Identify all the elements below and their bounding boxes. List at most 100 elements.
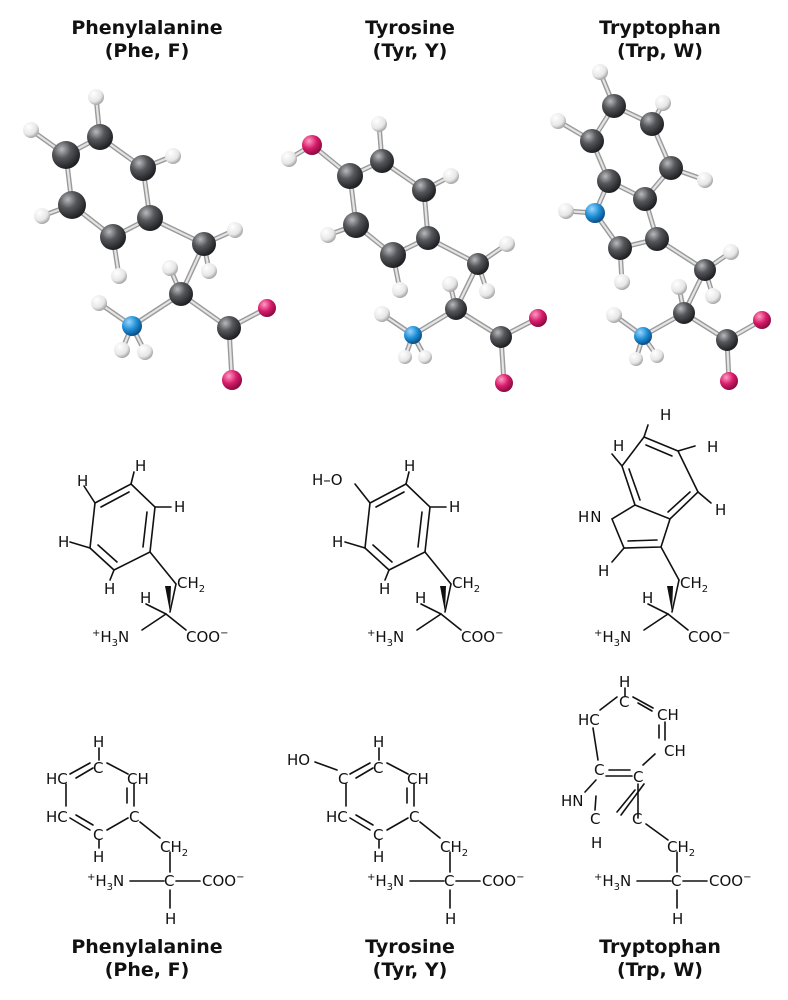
hydrogen-atom: [655, 95, 671, 111]
abbrev-tyr-top: (Tyr, Y): [373, 40, 448, 62]
carboxylate-group-label: COO−: [482, 872, 524, 890]
carboxylate-group-label: COO−: [202, 872, 244, 890]
carboxyl-carbon-atom: [217, 316, 241, 340]
carbon-atom: [645, 227, 669, 251]
alpha-h-label: H: [415, 589, 426, 607]
hydrogen-atom: [479, 283, 495, 299]
hydrogen-atom: [162, 260, 178, 276]
oxygen-atom: [258, 299, 276, 317]
hydrogen-atom: [137, 344, 153, 360]
alpha-h-label: H: [642, 589, 653, 607]
atom-label-h: H: [379, 580, 390, 598]
hydrogen-atom: [592, 64, 608, 80]
ch2-group: CH2: [160, 838, 188, 859]
hydrogen-atom: [614, 274, 630, 290]
carbon-atom: [370, 149, 394, 173]
carbon-atom: [52, 141, 80, 169]
hydrogen-atom: [418, 350, 432, 364]
carbon-atom: [87, 124, 113, 150]
title-phenylalanine-top: Phenylalanine: [71, 17, 222, 39]
carbon-atom: [343, 212, 369, 238]
title-tyrosine-top: Tyrosine: [365, 17, 455, 39]
carboxylate-group-label: COO−: [461, 628, 503, 646]
atom-label-h: H: [373, 848, 384, 866]
carbon-atom: [137, 205, 163, 231]
hydrogen-atom: [91, 295, 107, 311]
ring-ch: CH: [657, 706, 679, 724]
hydrogen-atom: [34, 208, 50, 224]
hydrogen-atom: [558, 203, 574, 219]
carbon-atom: [337, 163, 363, 189]
title-phenylalanine-bottom: Phenylalanine: [71, 936, 222, 958]
atoms: [550, 64, 771, 390]
nitrogen-atom: [122, 316, 142, 336]
ring-carbon-c: C: [93, 759, 103, 777]
atom-label-h: H: [93, 733, 104, 751]
alpha-carbon-c: C: [444, 872, 454, 890]
ch2-group: CH2: [452, 574, 480, 595]
top-titles: Phenylalanine (Phe, F) Tyrosine (Tyr, Y)…: [71, 17, 721, 62]
alpha-carbon-c: C: [671, 872, 681, 890]
carbon-atom: [412, 178, 436, 202]
atoms: [23, 89, 276, 390]
alpha-carbon-atom: [169, 282, 193, 306]
hydrogen-atom: [227, 222, 243, 238]
hydrogen-atom: [111, 268, 127, 284]
ch2-group: CH2: [667, 838, 695, 859]
hydroxyl-label: H–O: [312, 471, 343, 489]
hydrogen-atom: [697, 172, 713, 188]
ring-ch: CH: [664, 742, 686, 760]
carbon-atom: [580, 129, 604, 153]
hydrogen-atom: [650, 349, 664, 363]
atom-label-h: H: [613, 437, 624, 455]
carboxylate-group-label: COO−: [186, 628, 228, 646]
hydrogen-atom: [165, 148, 181, 164]
atom-label-h: H: [404, 457, 415, 475]
hydrogen-atom: [23, 122, 39, 138]
carboxyl-carbon-atom: [716, 329, 738, 351]
abbrev-phe-top: (Phe, F): [105, 40, 190, 62]
ch2-group: CH2: [177, 574, 205, 595]
atom-label-h: H: [373, 733, 384, 751]
amino-group-label: +H3N: [594, 628, 631, 649]
atoms: [281, 116, 547, 392]
ring-ch: CH: [127, 770, 149, 788]
amino-group-label: +H3N: [367, 628, 404, 649]
atom-label-h: H: [707, 438, 718, 456]
hydrogen-atom: [442, 276, 458, 292]
hydroxyl-label: HO: [287, 751, 310, 769]
hydrogen-atom: [705, 288, 721, 304]
phenylalanine-skeletal-formula: H H H H H CH2 H +H3N COO−: [58, 457, 228, 649]
hydrogen-atom: [374, 306, 390, 322]
carbon-atom: [130, 155, 156, 181]
carbon-atom: [597, 169, 621, 193]
atom-label-h: H: [332, 533, 343, 551]
hydrogen-atom: [629, 352, 643, 366]
carbon-atom: [416, 226, 440, 250]
nitrogen-atom: [634, 327, 652, 345]
ring-carbon-c: C: [632, 810, 642, 828]
tyrosine-skeletal-formula: H–O H H H H CH2 H +H3N COO−: [312, 457, 503, 649]
indole-nh-label: HN: [578, 508, 602, 526]
ring-carbon-c: C: [619, 693, 629, 711]
ring-ch-hc: HC: [46, 770, 68, 788]
abbrev-trp-bottom: (Trp, W): [617, 959, 703, 981]
ring-carbon-c: C: [373, 826, 383, 844]
hydrogen-atom: [606, 307, 622, 323]
tyrosine-condensed-formula: HO H C C CH HC C C H CH2 +H3N C COO− H: [287, 733, 524, 928]
hydrogen-atom: [201, 263, 217, 279]
atom-label-h: H: [104, 580, 115, 598]
tyrosine-ball-stick-model: [281, 116, 547, 392]
ring-ch-hc: HC: [578, 711, 600, 729]
atom-label-h: H: [93, 848, 104, 866]
hydrogen-atom: [281, 151, 297, 167]
ch2-group: CH2: [440, 838, 468, 859]
alpha-carbon-atom: [673, 302, 695, 324]
carbon-atom: [58, 191, 86, 219]
carbon-atom: [633, 187, 657, 211]
atom-label-h: H: [135, 457, 146, 475]
tryptophan-ball-stick-model: [550, 64, 771, 390]
ring-carbon-c: C: [373, 759, 383, 777]
hydrogen-atom: [443, 168, 459, 184]
